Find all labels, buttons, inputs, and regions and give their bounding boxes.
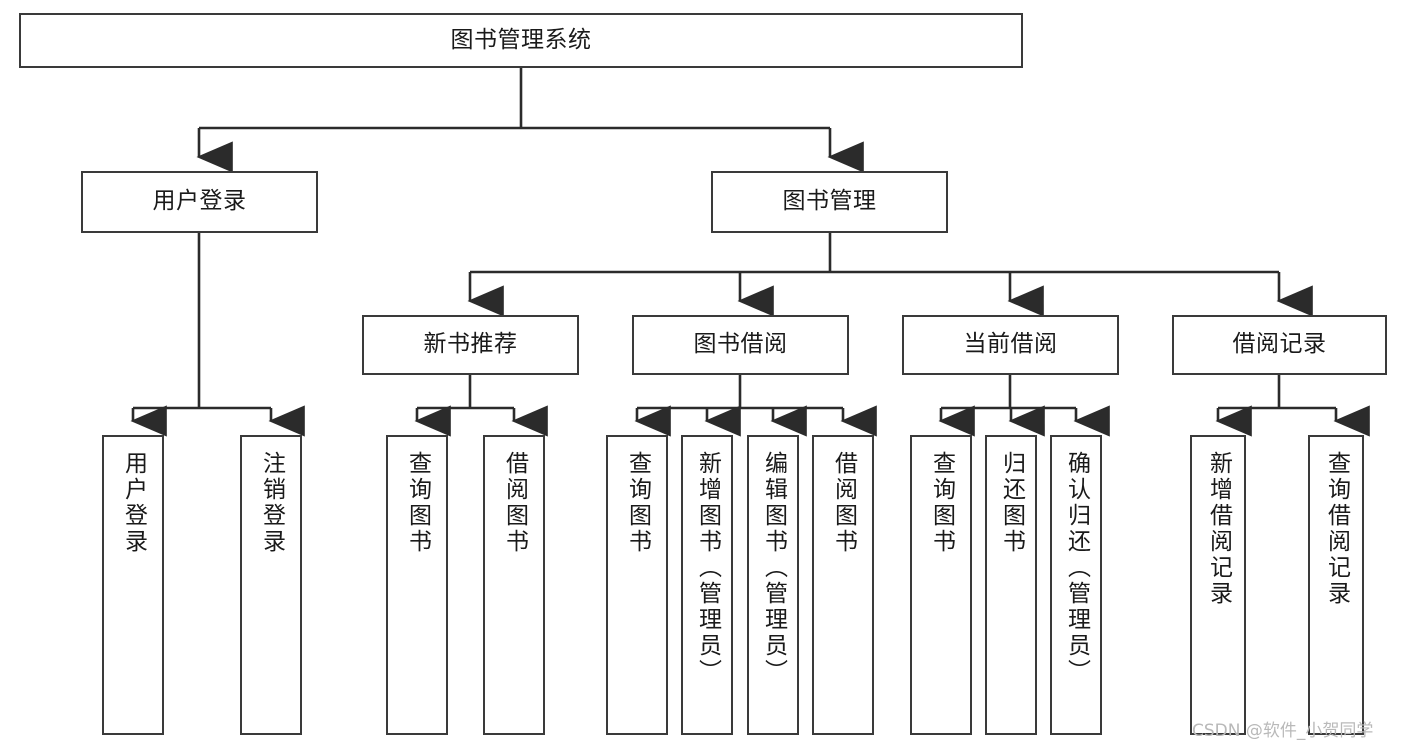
node-label: 查询借阅记录: [1323, 451, 1350, 607]
node-label: 图书管理系统: [450, 26, 592, 53]
leaf-logout[interactable]: 注销登录: [240, 435, 302, 735]
node-label: 新增借阅记录: [1205, 451, 1232, 607]
leaf-query-borrow-record[interactable]: 查询借阅记录: [1308, 435, 1364, 735]
node-level2-user-login[interactable]: 用户登录: [81, 171, 318, 233]
node-label: 查询图书: [624, 451, 651, 555]
leaf-user-login[interactable]: 用户登录: [102, 435, 164, 735]
node-level3-borrow-records[interactable]: 借阅记录: [1172, 315, 1387, 375]
node-root[interactable]: 图书管理系统: [19, 13, 1023, 68]
node-level3-current-borrow[interactable]: 当前借阅: [902, 315, 1119, 375]
csdn-watermark: CSDN @软件_小贺同学: [1192, 721, 1374, 741]
node-level2-book-management[interactable]: 图书管理: [711, 171, 948, 233]
leaf-borrow-book-recommend[interactable]: 借阅图书: [483, 435, 545, 735]
node-label: 图书管理: [782, 188, 877, 215]
leaf-add-borrow-record[interactable]: 新增借阅记录: [1190, 435, 1246, 735]
leaf-confirm-return-admin[interactable]: 确认归还（管理员）: [1050, 435, 1102, 735]
leaf-query-book-recommend[interactable]: 查询图书: [386, 435, 448, 735]
node-label: 新增图书（管理员）: [694, 451, 721, 685]
node-label: 当前借阅: [963, 331, 1058, 358]
leaf-return-book[interactable]: 归还图书: [985, 435, 1037, 735]
leaf-add-book-admin[interactable]: 新增图书（管理员）: [681, 435, 733, 735]
node-label: 查询图书: [404, 451, 431, 555]
node-label: 归还图书: [998, 451, 1025, 555]
leaf-query-book-current[interactable]: 查询图书: [910, 435, 972, 735]
node-label: 借阅图书: [830, 451, 857, 555]
node-label: 用户登录: [152, 188, 247, 215]
node-label: 确认归还（管理员）: [1063, 451, 1090, 685]
node-label: 查询图书: [928, 451, 955, 555]
node-label: 编辑图书（管理员）: [760, 451, 787, 685]
leaf-borrow-book[interactable]: 借阅图书: [812, 435, 874, 735]
node-label: 注销登录: [258, 451, 285, 555]
node-level3-new-book-recommend[interactable]: 新书推荐: [362, 315, 579, 375]
node-label: 新书推荐: [423, 331, 518, 358]
node-label: 用户登录: [120, 451, 147, 555]
node-level3-book-borrow[interactable]: 图书借阅: [632, 315, 849, 375]
node-label: 借阅记录: [1232, 331, 1327, 358]
node-label: 借阅图书: [501, 451, 528, 555]
leaf-edit-book-admin[interactable]: 编辑图书（管理员）: [747, 435, 799, 735]
node-label: 图书借阅: [693, 331, 788, 358]
leaf-query-book-borrow[interactable]: 查询图书: [606, 435, 668, 735]
